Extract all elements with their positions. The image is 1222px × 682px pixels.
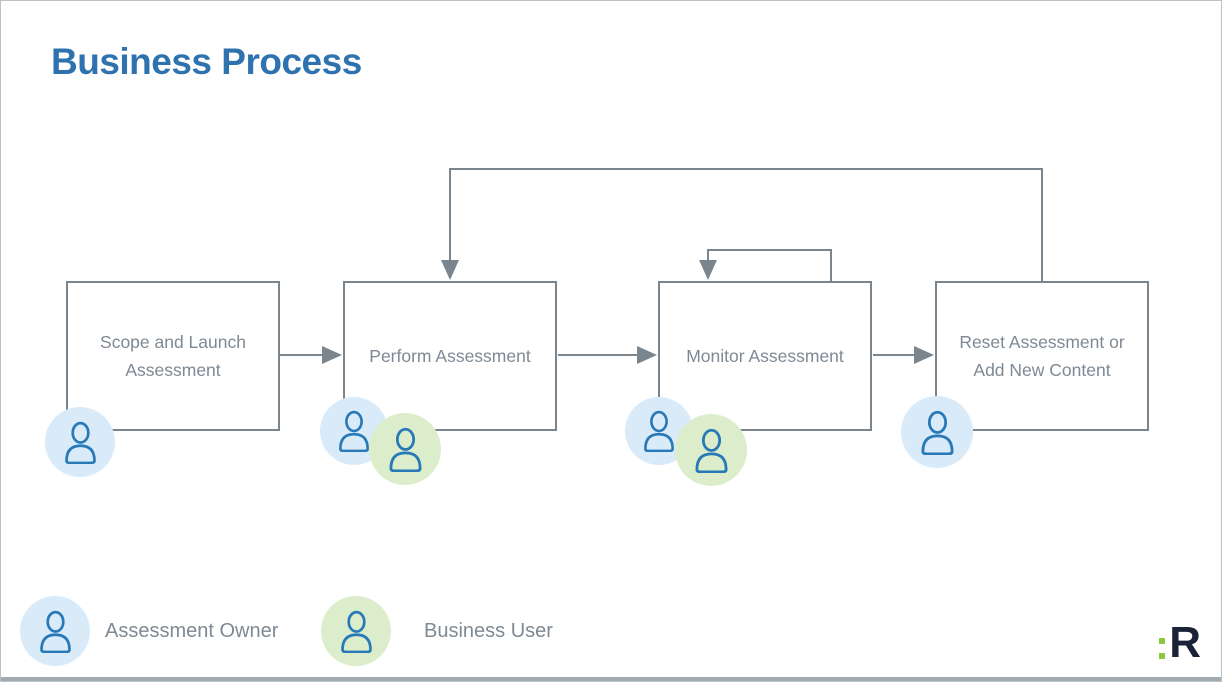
legend-business-user-badge xyxy=(321,596,391,666)
step-label: Monitor Assessment xyxy=(686,346,844,366)
feedback-loop-step4-to-step2 xyxy=(441,168,1043,281)
self-loop-step3 xyxy=(699,249,832,281)
step-label: Reset Assessment or Add New Content xyxy=(959,332,1125,380)
person-icon xyxy=(59,421,102,464)
legend-label-assessment-owner: Assessment Owner xyxy=(105,620,279,642)
step-label: Scope and Launch Assessment xyxy=(100,332,246,380)
step-label: Perform Assessment xyxy=(369,346,531,366)
step-box-monitor: Monitor Assessment xyxy=(658,281,872,431)
person-icon xyxy=(915,410,960,455)
business-user-badge-step2 xyxy=(369,413,441,485)
assessment-owner-badge-step4 xyxy=(901,396,973,468)
person-icon xyxy=(333,410,375,452)
person-icon xyxy=(383,427,428,472)
step-box-scope-launch: Scope and Launch Assessment xyxy=(66,281,280,431)
assessment-owner-badge-step1 xyxy=(45,407,115,477)
bottom-accent-bar xyxy=(1,677,1221,681)
brand-logo: R xyxy=(1159,621,1201,665)
step-box-perform: Perform Assessment xyxy=(343,281,557,431)
person-icon xyxy=(638,410,680,452)
person-icon xyxy=(335,610,378,653)
business-user-badge-step3 xyxy=(675,414,747,486)
legend-label-business-user: Business User xyxy=(424,620,553,642)
person-icon xyxy=(689,428,734,473)
person-icon xyxy=(34,610,77,653)
legend-assessment-owner-badge xyxy=(20,596,90,666)
step-box-reset-add: Reset Assessment or Add New Content xyxy=(935,281,1149,431)
logo-letter: R xyxy=(1169,618,1201,667)
page-title: Business Process xyxy=(51,41,362,82)
logo-colon-icon xyxy=(1159,637,1166,659)
